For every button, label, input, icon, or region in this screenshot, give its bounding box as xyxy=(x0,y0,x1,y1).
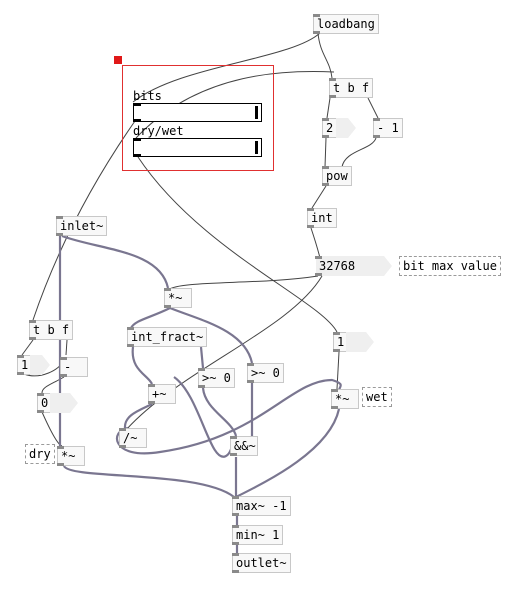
greater-zero-b-object[interactable]: >~ 0 xyxy=(247,363,284,383)
drywet-slider-knob[interactable] xyxy=(255,141,258,154)
gop-handle[interactable] xyxy=(114,56,122,64)
drywet-slider-outlet xyxy=(133,154,141,157)
gop-frame xyxy=(122,65,274,171)
dry-label: dry xyxy=(25,444,55,464)
drywet-label: dry/wet xyxy=(133,124,184,138)
wet-label: wet xyxy=(362,387,392,407)
mul-wet-object[interactable]: *~ xyxy=(331,389,359,409)
outlet-object[interactable]: outlet~ xyxy=(232,553,291,573)
int-object[interactable]: int xyxy=(307,208,337,228)
max-value-number[interactable]: 32768 xyxy=(315,256,369,276)
bits-slider[interactable] xyxy=(133,103,262,122)
trigger-left-object[interactable]: t b f xyxy=(29,320,74,340)
plus-object[interactable]: +~ xyxy=(148,384,176,404)
mul-dry-object[interactable]: *~ xyxy=(57,446,85,466)
drywet-slider-inlet xyxy=(133,138,141,141)
number-zero-box[interactable]: 0 xyxy=(37,393,53,413)
number-one-left-flag xyxy=(30,355,50,375)
trigger-top-object[interactable]: t b f xyxy=(329,78,374,98)
number-zero-flag xyxy=(50,393,78,413)
max-value-number-flag xyxy=(316,256,392,276)
min-object[interactable]: min~ 1 xyxy=(232,525,284,545)
pow-object[interactable]: pow xyxy=(322,166,352,186)
bits-label: bits xyxy=(133,89,162,103)
bits-slider-outlet xyxy=(133,119,141,122)
max-value-comment: bit max value xyxy=(399,256,501,276)
mul-top-object[interactable]: *~ xyxy=(164,288,192,308)
inlet-object[interactable]: inlet~ xyxy=(56,216,108,236)
number-two-flag xyxy=(336,118,356,138)
loadbang-object[interactable]: loadbang xyxy=(313,14,379,34)
bits-slider-knob[interactable] xyxy=(255,106,258,119)
number-one-right-flag xyxy=(346,332,374,352)
minus-one-object[interactable]: - 1 xyxy=(373,118,403,138)
greater-zero-a-object[interactable]: >~ 0 xyxy=(198,368,235,388)
drywet-slider[interactable] xyxy=(133,138,262,157)
int-fract-object[interactable]: int_fract~ xyxy=(127,327,208,347)
max-object[interactable]: max~ -1 xyxy=(232,496,291,516)
divide-object[interactable]: /~ xyxy=(119,428,147,448)
minus-left-object[interactable]: - xyxy=(60,357,88,377)
and-object[interactable]: &&~ xyxy=(230,436,258,456)
bits-slider-inlet xyxy=(133,103,141,106)
